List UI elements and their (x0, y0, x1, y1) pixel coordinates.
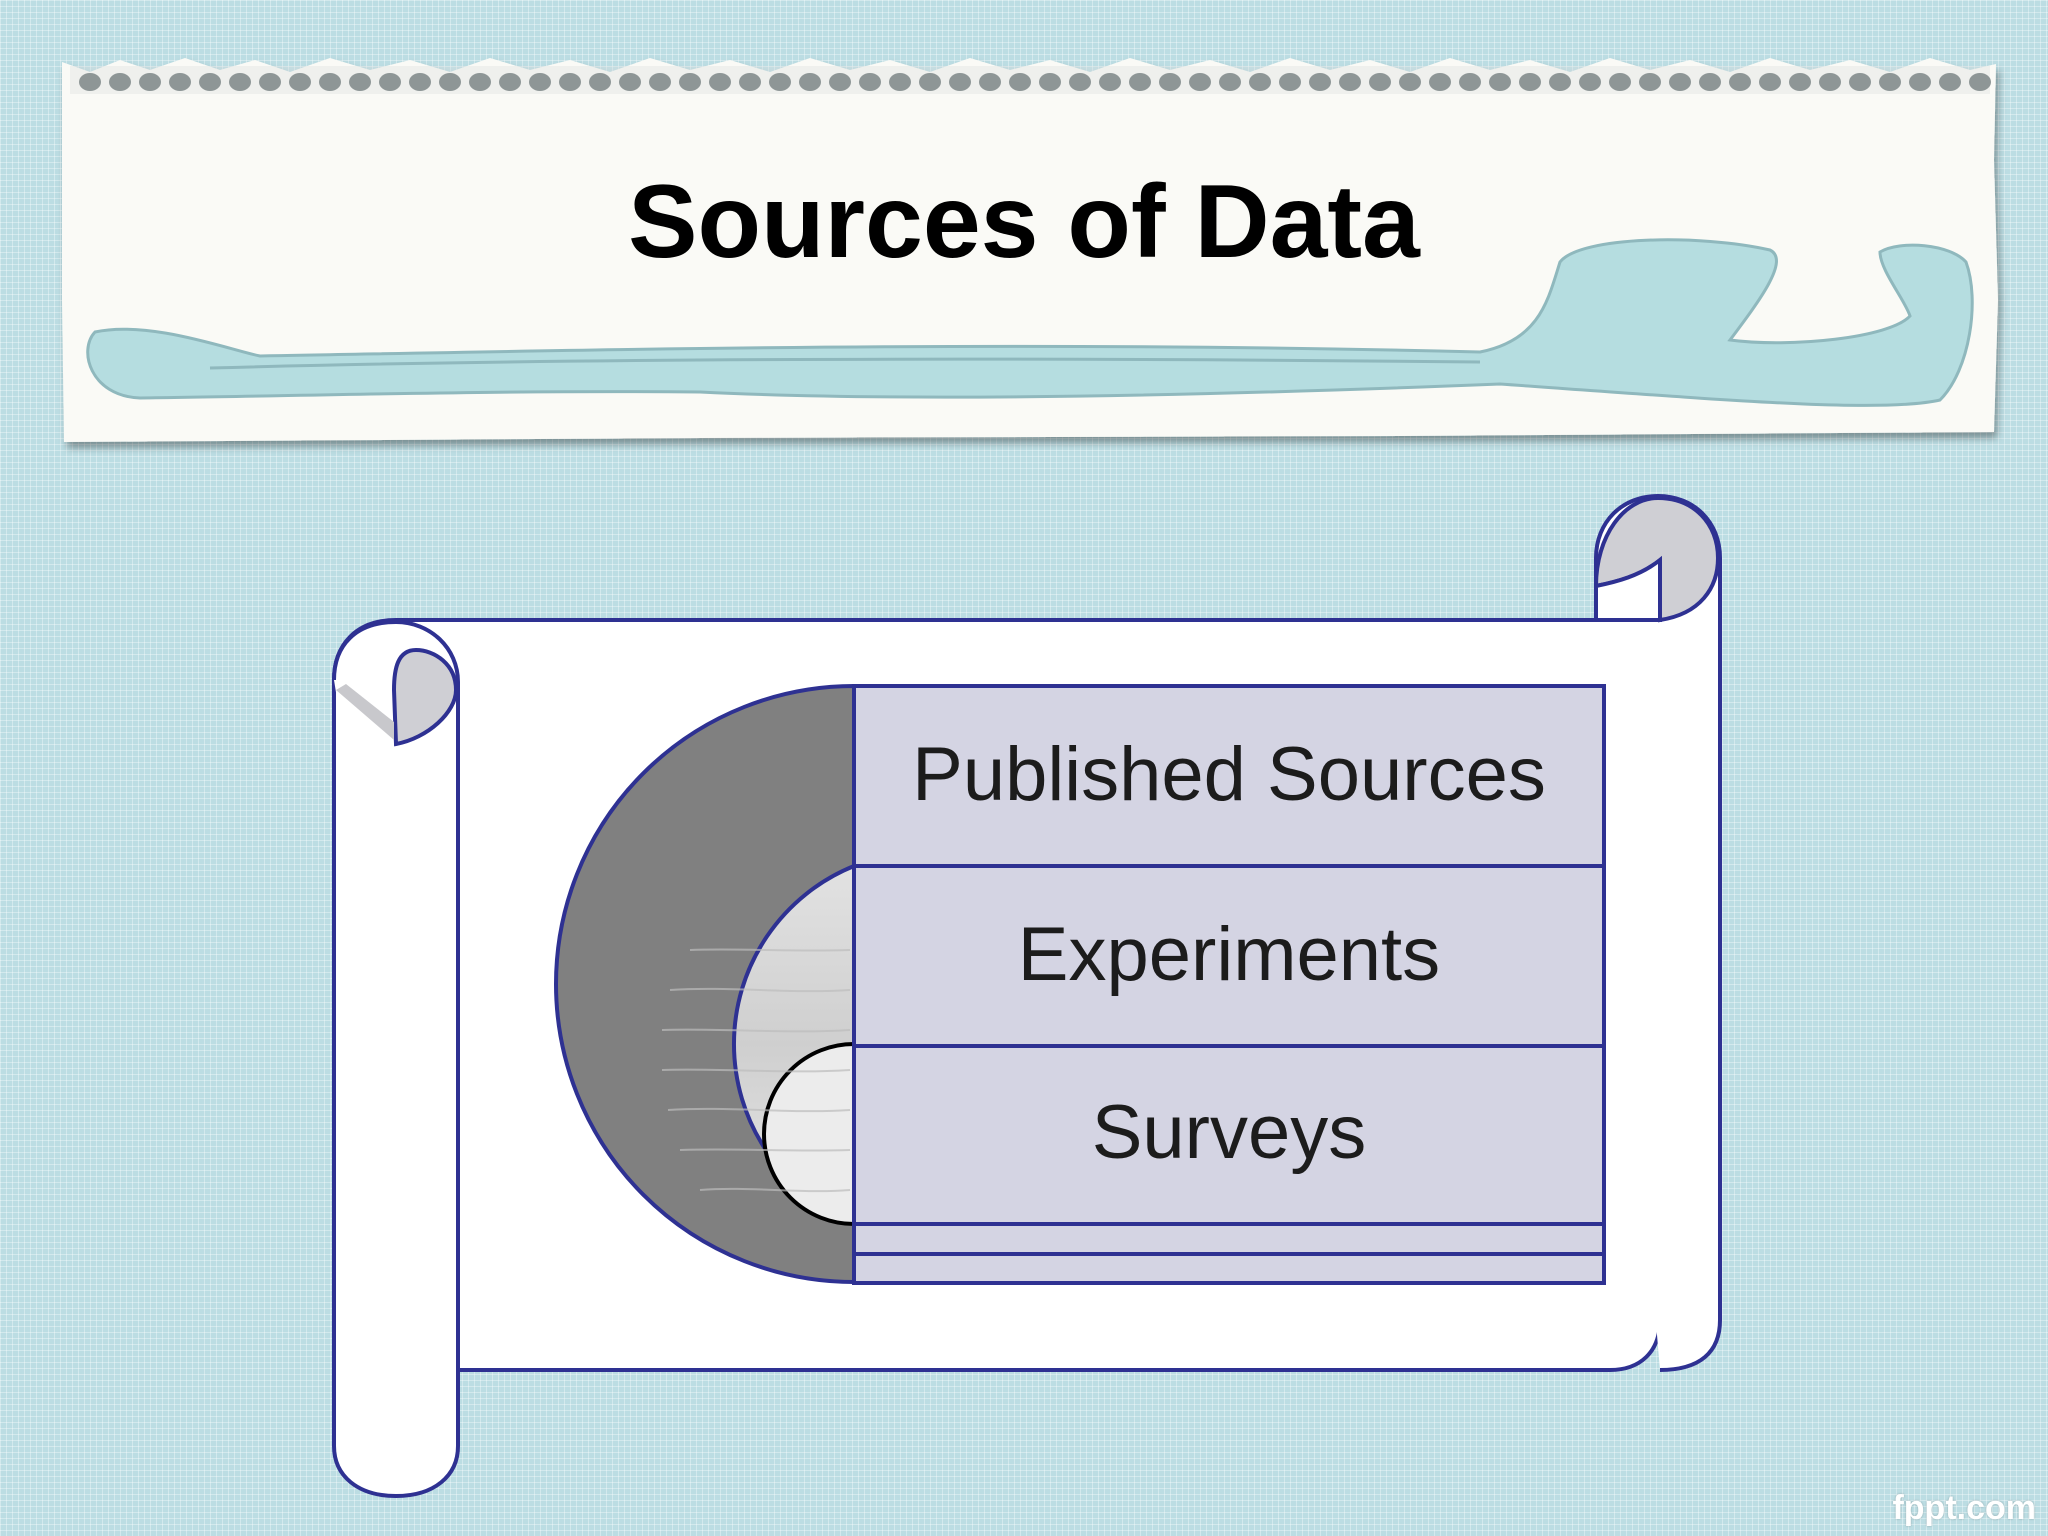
perforation-hole (1429, 73, 1451, 91)
perforation-hole (739, 73, 761, 91)
perforation-hole (109, 73, 131, 91)
scroll-left-roll (332, 619, 460, 1446)
perforation-hole (1069, 73, 1091, 91)
perforation-hole (859, 73, 881, 91)
perforation-hole (1759, 73, 1781, 91)
layer-box-surveys (852, 1044, 1606, 1226)
perforation-hole (1039, 73, 1061, 91)
layer-label-surveys: Surveys (1092, 1090, 1367, 1175)
perforation-hole (1219, 73, 1241, 91)
perforation-hole (979, 73, 1001, 91)
perforation-hole (769, 73, 791, 91)
scroll-left-curl (391, 647, 459, 747)
perforation-hole (589, 73, 611, 91)
perforation-hole (829, 73, 851, 91)
perforation-holes (79, 73, 1991, 91)
scroll-left-curl-shadow (336, 684, 394, 740)
perforation-hole (469, 73, 491, 91)
perforation-hole (1699, 73, 1721, 91)
perforation-hole (1129, 73, 1151, 91)
perforation-hole (1849, 73, 1871, 91)
page-title: Sources of Data (628, 164, 1420, 280)
perforation-hole (799, 73, 821, 91)
layer-label-published: Published Sources (912, 732, 1546, 817)
perforation-hole (1549, 73, 1571, 91)
perforation-hole (1399, 73, 1421, 91)
perforation-hole (229, 73, 251, 91)
perforation-hole (499, 73, 521, 91)
perforation-hole (1669, 73, 1691, 91)
perforation-hole (889, 73, 911, 91)
perforation-hole (1489, 73, 1511, 91)
scroll-right-inner (1594, 555, 1662, 622)
perforation-hole (1339, 73, 1361, 91)
perforation-hole (1519, 73, 1541, 91)
perforation-hole (1819, 73, 1841, 91)
perforation-hole (949, 73, 971, 91)
fppt-watermark: fppt.com (1892, 1489, 2036, 1527)
inner-core-surveys (762, 1041, 856, 1227)
perforation-hole (1189, 73, 1211, 91)
layer-label-experiments: Experiments (1018, 912, 1440, 997)
perforation-hole (1789, 73, 1811, 91)
perforation-hole (1879, 73, 1901, 91)
wood-grain-lines (661, 948, 851, 1193)
perforation-hole (1159, 73, 1181, 91)
perforation-hole (319, 73, 341, 91)
perforation-hole (619, 73, 641, 91)
perforation-hole (1939, 73, 1961, 91)
perforation-hole (289, 73, 311, 91)
perforation-hole (1969, 73, 1991, 91)
perforation-hole (559, 73, 581, 91)
perforation-hole (1279, 73, 1301, 91)
perforation-hole (169, 73, 191, 91)
perforation-hole (379, 73, 401, 91)
swoosh-line (209, 357, 1481, 370)
perforation-hole (199, 73, 221, 91)
perforation-hole (649, 73, 671, 91)
perforation-hole (1909, 73, 1931, 91)
perforation-hole (709, 73, 731, 91)
layer-box-experiments (852, 864, 1606, 1048)
perforation-hole (1099, 73, 1121, 91)
perforation-hole (1249, 73, 1271, 91)
perforation-hole (1579, 73, 1601, 91)
perforation-hole (1459, 73, 1481, 91)
perforation-hole (1009, 73, 1031, 91)
perforation-hole (439, 73, 461, 91)
perforation-hole (409, 73, 431, 91)
perforation-hole (1609, 73, 1631, 91)
perforation-hole (919, 73, 941, 91)
torn-paper-banner (62, 58, 1998, 442)
layer-box-base-2 (852, 1252, 1606, 1285)
blue-swoosh (86, 238, 1974, 407)
perforation-hole (1729, 73, 1751, 91)
perforation-hole (529, 73, 551, 91)
perforation-hole (1639, 73, 1661, 91)
perforation-hole (79, 73, 101, 91)
layer-box-published (852, 684, 1606, 868)
perforation-hole (259, 73, 281, 91)
perforation-hole (1369, 73, 1391, 91)
layer-box-base-1 (852, 1222, 1606, 1256)
perforation-hole (1309, 73, 1331, 91)
perforation-hole (679, 73, 701, 91)
perforation-hole (139, 73, 161, 91)
perforation-hole (349, 73, 371, 91)
